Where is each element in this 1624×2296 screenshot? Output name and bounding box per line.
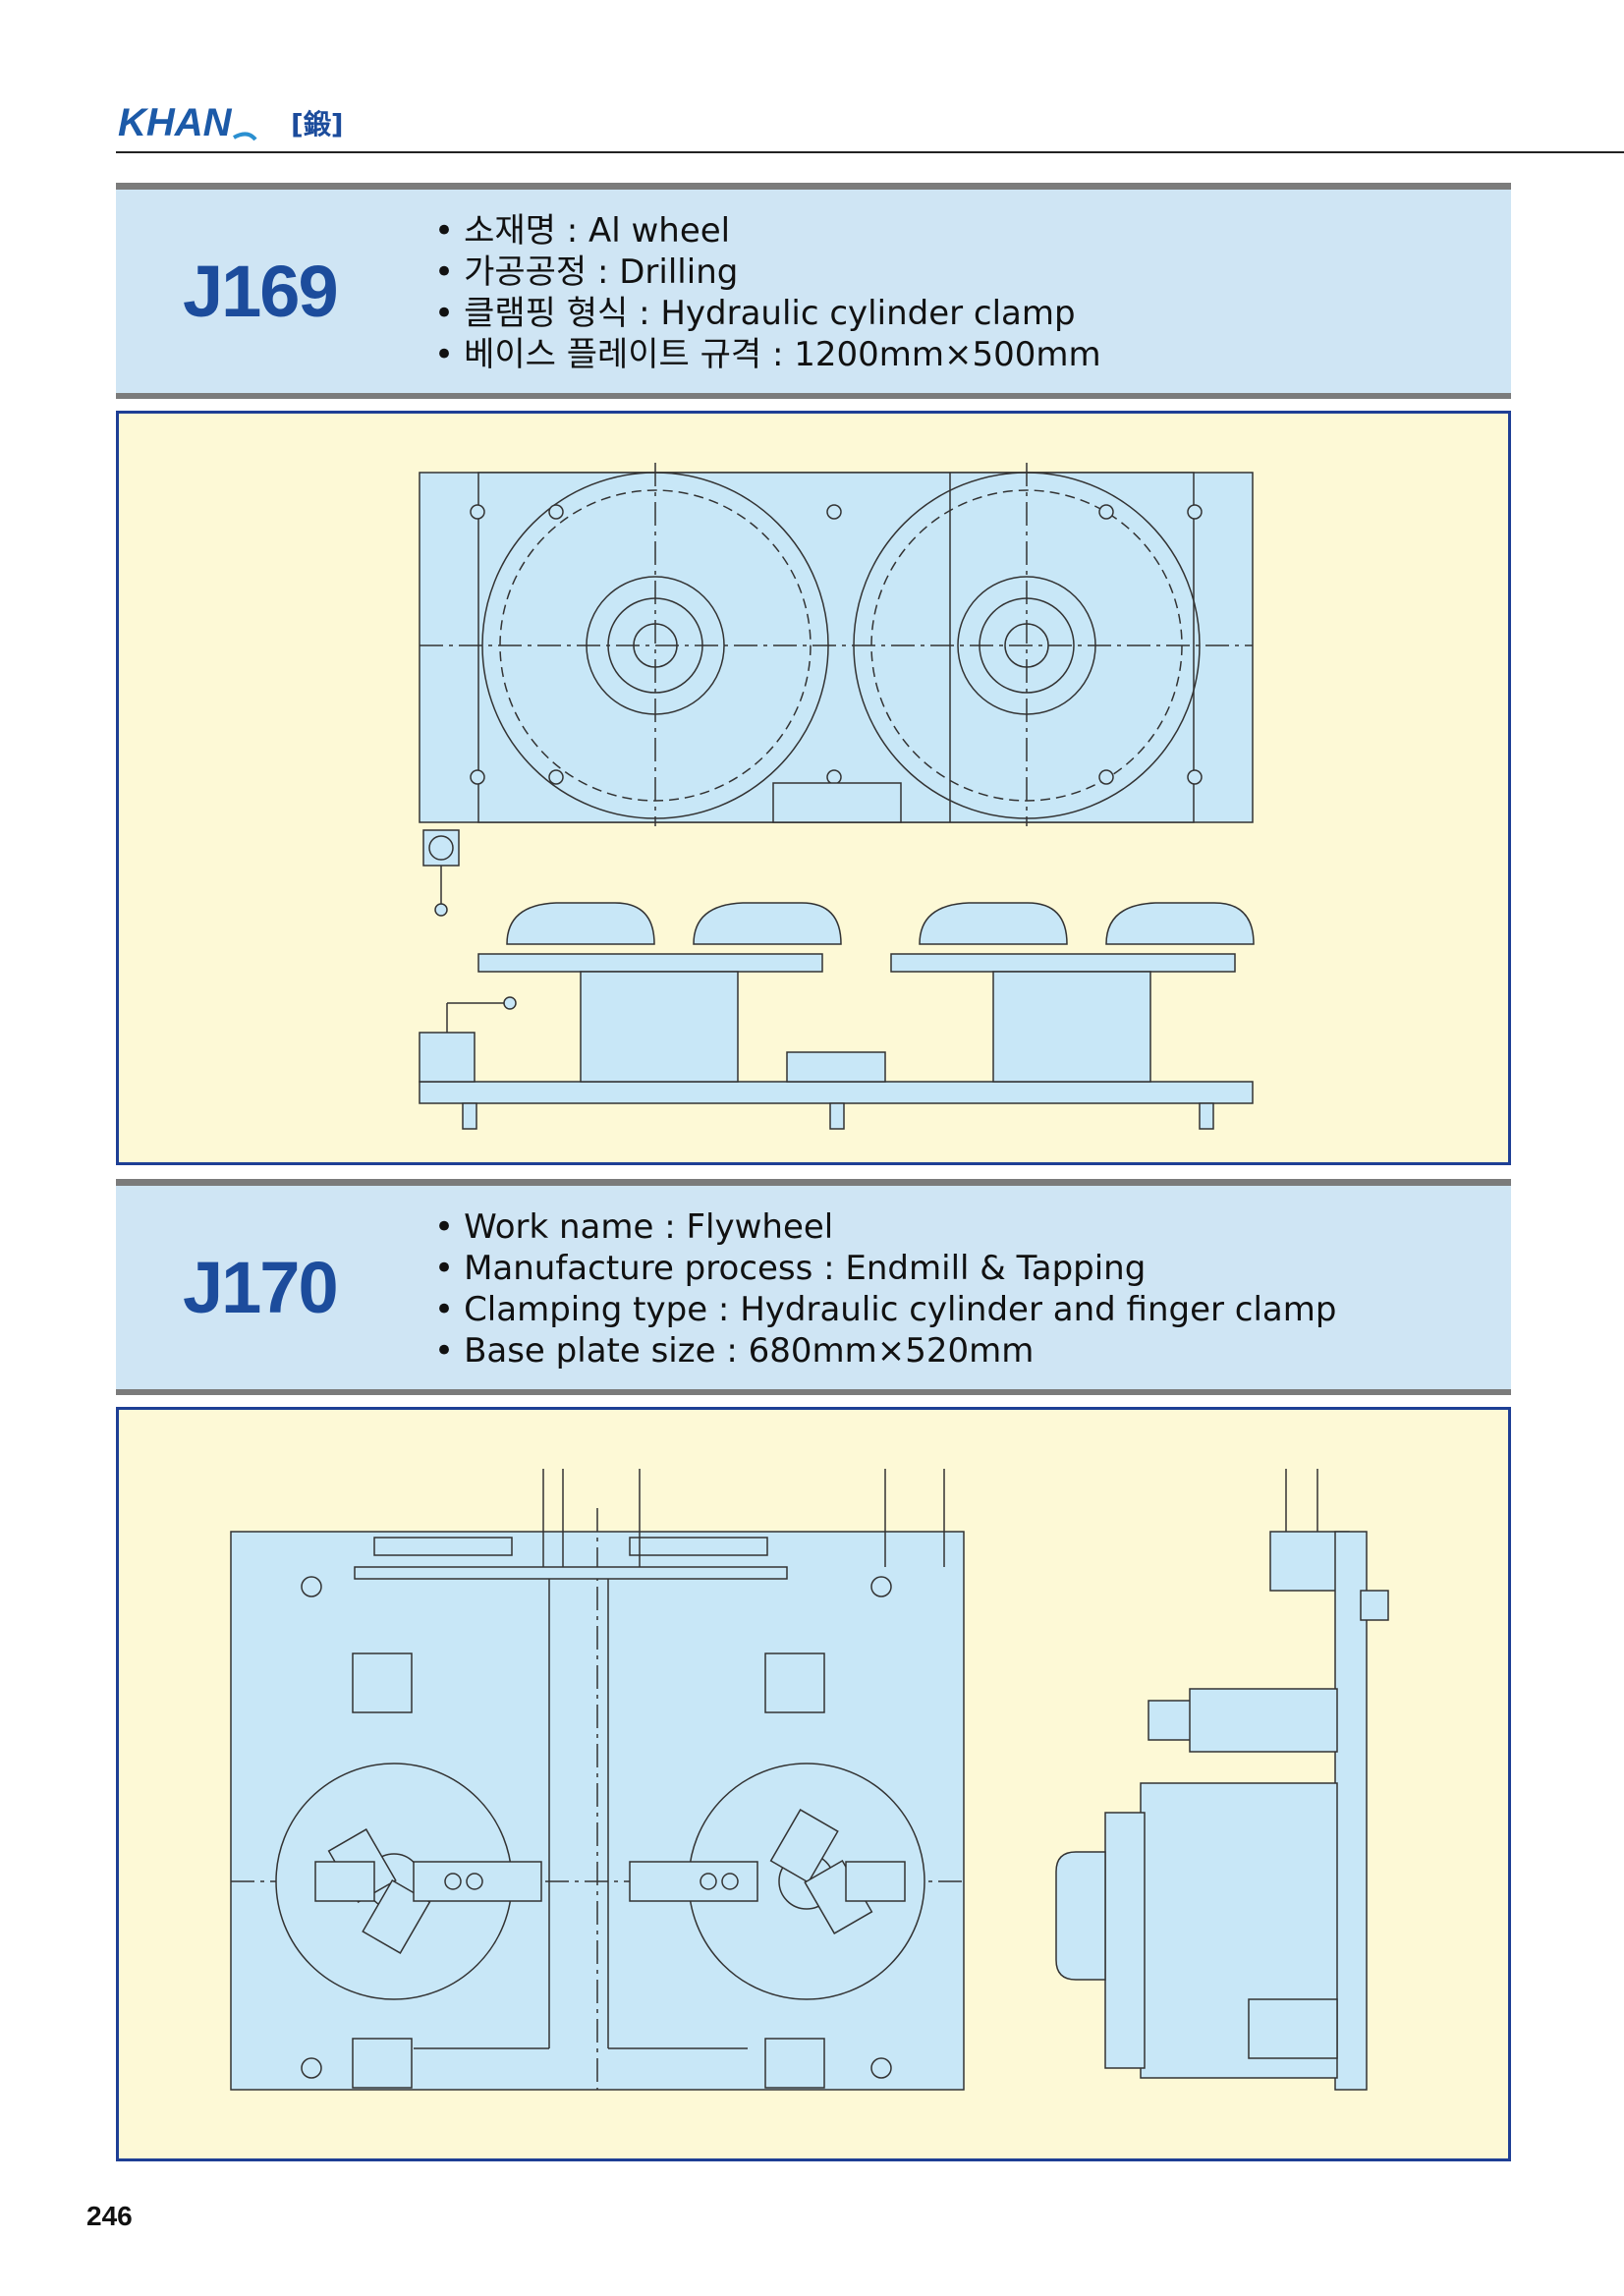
spec-item: 베이스 플레이트 규격 : 1200mm×500mm: [434, 334, 1101, 375]
spec-item: 가공공정 : Drilling: [434, 252, 1101, 293]
product-band-j169: J169 소재명 : Al wheel 가공공정 : Drilling 클램핑 …: [116, 183, 1511, 399]
product-code: J169: [183, 251, 339, 332]
spec-item: Manufacture process : Endmill & Tapping: [434, 1248, 1336, 1289]
spec-list: Work name : Flywheel Manufacture process…: [434, 1206, 1336, 1372]
spec-item: Work name : Flywheel: [434, 1206, 1336, 1248]
product-code: J170: [183, 1247, 339, 1328]
spec-list: 소재명 : Al wheel 가공공정 : Drilling 클램핑 형식 : …: [434, 210, 1101, 375]
spec-item: 소재명 : Al wheel: [434, 210, 1101, 252]
drawing-panel-j170: [116, 1407, 1511, 2161]
spec-item: 클램핑 형식 : Hydraulic cylinder clamp: [434, 293, 1101, 334]
khan-logo: KHAN [鍛]: [118, 101, 344, 144]
drawing-panel-j169: [116, 411, 1511, 1165]
logo-mark: [鍛]: [291, 108, 344, 140]
header-rule: [116, 151, 1624, 153]
fixture-drawing-j169: [419, 463, 1255, 1130]
page-number: 246: [86, 2201, 133, 2231]
fixture-drawing-j170: [230, 1469, 1389, 2091]
spec-item: Clamping type : Hydraulic cylinder and f…: [434, 1289, 1336, 1330]
spec-item: Base plate size : 680mm×520mm: [434, 1330, 1336, 1372]
product-band-j170: J170 Work name : Flywheel Manufacture pr…: [116, 1179, 1511, 1395]
logo-wordmark: KHAN: [118, 101, 233, 144]
